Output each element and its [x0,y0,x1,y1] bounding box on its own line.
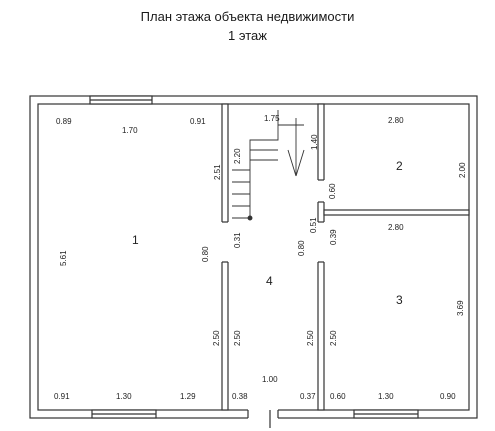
window-bottom-room3 [353,409,419,419]
dim-room4-right-lower: 2.50 [306,330,315,346]
staircase [232,110,305,221]
dim-room3-bottom-left: 0.60 [330,392,346,401]
wall-room2-room3 [323,209,470,216]
dim-room3-top: 2.80 [388,223,404,232]
dim-room1-right-lower: 2.50 [212,330,221,346]
dim-room2-right: 2.00 [458,162,467,178]
dim-room3-bottom-mid: 1.30 [378,392,394,401]
dim-room3-right: 3.69 [456,300,465,316]
dim-stair-top: 1.75 [264,114,280,123]
dim-room3-bottom-right: 0.90 [440,392,456,401]
dim-stair-right-c: 0.51 [309,217,318,233]
dim-room3-left-upper: 0.39 [329,229,338,245]
dim-room1-top-right: 0.91 [190,117,206,126]
dim-room4-right-upper: 0.80 [297,240,306,256]
outer-wall-outer [29,95,478,419]
dim-stair-right-a: 1.40 [310,134,319,150]
dim-room1-bottom-left: 0.91 [54,392,70,401]
dim-room3-left-lower: 2.50 [329,330,338,346]
dim-room1-top-mid: 1.70 [122,126,138,135]
dim-room2-top: 2.80 [388,116,404,125]
dim-room4-left-lower: 2.50 [233,330,242,346]
dim-room1-right-upper: 0.80 [201,246,210,262]
dim-room4-bottom-mid: 1.00 [262,375,278,384]
room-label-1: 1 [132,233,139,247]
room-label-2: 2 [396,159,403,173]
room-label-3: 3 [396,293,403,307]
dim-room4-bottom-left: 0.38 [232,392,248,401]
dim-room1-top-left: 0.89 [56,117,72,126]
dim-stair-left-c: 0.31 [233,232,242,248]
plan-floor-label: 1 этаж [228,28,267,43]
window-bottom-room1 [91,409,157,419]
plan-title: План этажа объекта недвижимости [140,9,355,24]
entrance-door [247,409,279,428]
dim-room4-bottom-right: 0.37 [300,392,316,401]
dim-stair-left-b: 2.20 [233,148,242,164]
dim-room1-bottom-right: 1.29 [180,392,196,401]
dim-room1-height: 5.61 [59,250,68,266]
room-label-4: 4 [266,274,273,288]
dim-stair-left-a: 2.51 [213,164,222,180]
window-top-room1 [89,95,153,105]
dim-room1-bottom-mid: 1.30 [116,392,132,401]
dim-stair-right-b: 0.60 [328,183,337,199]
